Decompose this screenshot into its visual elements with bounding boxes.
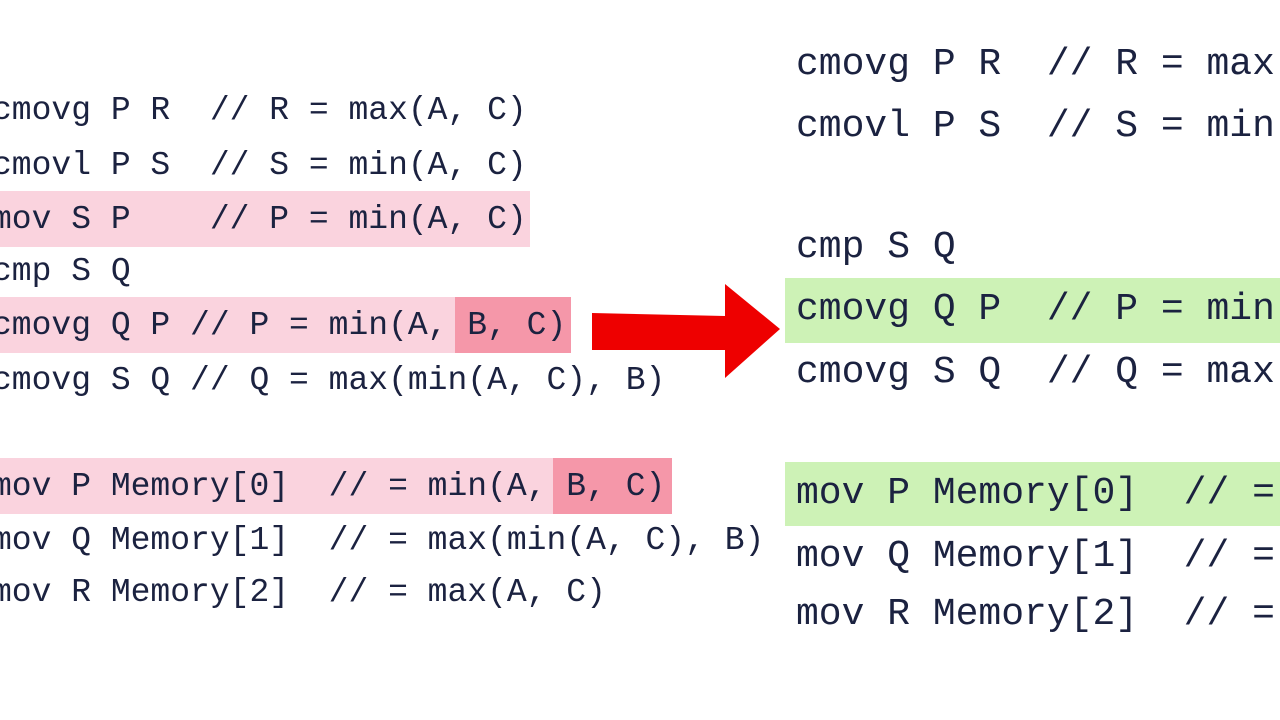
code-line: cmp S Q <box>796 226 956 269</box>
code-line: cmovg P R // R = max(A, C) <box>0 92 527 129</box>
code-line: cmovg P R // R = max <box>796 43 1275 86</box>
code-line: cmovl P S // S = min(A, C) <box>0 147 527 184</box>
code-line: mov S P // P = min(A, C) <box>0 201 527 238</box>
code-line: cmovl P S // S = min <box>796 105 1275 148</box>
code-line: mov Q Memory[1] // = <box>796 535 1275 578</box>
highlight-bc-term <box>455 297 571 353</box>
code-line: mov R Memory[2] // = <box>796 593 1275 636</box>
code-line: mov P Memory[0] // = min(A, B, C) <box>0 468 666 505</box>
highlight-memory0-bc-term <box>553 458 672 514</box>
code-line: mov R Memory[2] // = max(A, C) <box>0 574 606 611</box>
code-line: mov Q Memory[1] // = max(min(A, C), B) <box>0 522 765 559</box>
arrow-right-icon <box>592 284 780 378</box>
code-line: cmovg S Q // Q = max(min(A, C), B) <box>0 362 666 399</box>
code-line: cmp S Q <box>0 253 131 290</box>
code-line: mov P Memory[0] // = <box>796 472 1275 515</box>
highlight-removed-mov <box>0 191 530 247</box>
highlight-optimized-cmovg <box>785 278 1280 343</box>
highlight-optimized-memory0 <box>785 462 1280 526</box>
code-line: cmovg S Q // Q = max <box>796 351 1275 394</box>
highlight-cmovg-qp <box>0 297 455 353</box>
code-line: cmovg Q P // P = min <box>796 288 1275 331</box>
highlight-memory0 <box>0 458 553 514</box>
code-line: cmovg Q P // P = min(A, B, C) <box>0 307 567 344</box>
